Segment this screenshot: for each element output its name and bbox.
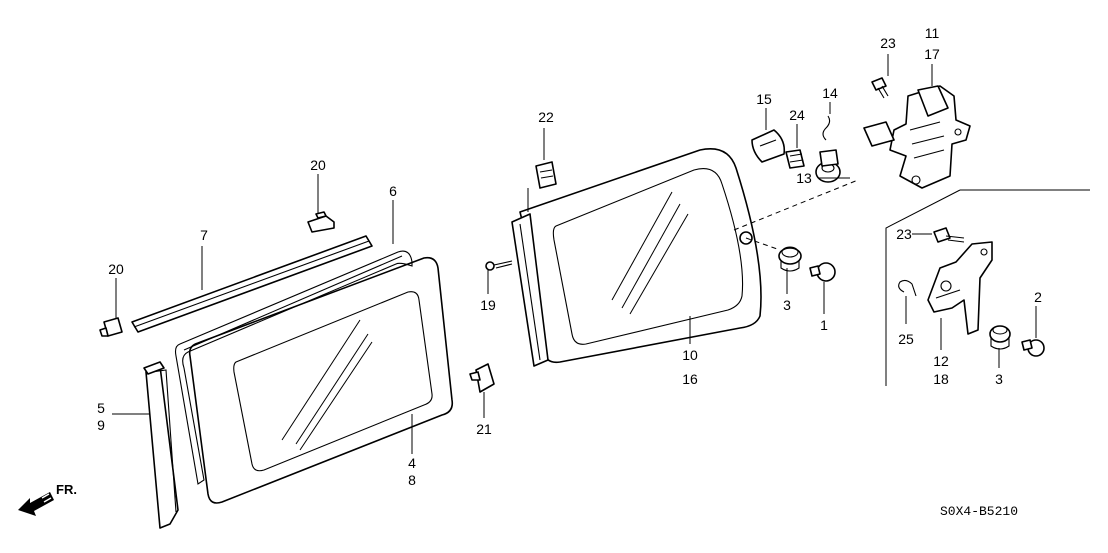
holder-13 — [815, 149, 841, 183]
callout-14: 14 — [822, 85, 838, 101]
bolt-23-upper — [871, 77, 889, 99]
clip-20-left — [99, 317, 123, 337]
screw-19 — [485, 260, 513, 271]
callout-16: 16 — [682, 371, 698, 387]
callout-5: 5 — [97, 400, 105, 416]
grommet-3-inset — [989, 325, 1011, 350]
callout-4: 4 — [408, 455, 416, 471]
callout-19: 19 — [480, 297, 496, 313]
callout-20-left: 20 — [108, 261, 124, 277]
callout-13: 13 — [796, 170, 812, 186]
callout-9: 9 — [97, 417, 105, 433]
callout-23-upper: 23 — [880, 35, 896, 51]
callout-17: 17 — [924, 46, 940, 62]
bolt-24 — [785, 149, 805, 169]
upper-molding — [131, 235, 373, 333]
callout-3-center: 3 — [783, 297, 791, 313]
left-quarter-glass — [188, 256, 454, 504]
callout-11: 11 — [925, 25, 940, 41]
cap-1 — [809, 262, 836, 282]
callout-2: 2 — [1034, 289, 1042, 305]
callout-7: 7 — [200, 227, 208, 243]
callout-25: 25 — [898, 331, 914, 347]
dashed-leader-lower — [745, 237, 781, 251]
callout-20-upper: 20 — [310, 157, 326, 173]
callout-22: 22 — [538, 109, 554, 125]
clip-22 — [527, 161, 557, 212]
callout-12: 12 — [933, 353, 949, 369]
pillar-molding — [143, 361, 179, 529]
clip-14 — [822, 115, 831, 141]
callout-18: 18 — [933, 371, 949, 387]
dashed-leader-upper — [733, 179, 859, 231]
callout-15: 15 — [756, 91, 772, 107]
diagram-code: S0X4-B5210 — [940, 504, 1018, 519]
clip-20-upper — [307, 211, 335, 233]
callout-21: 21 — [476, 421, 492, 437]
cover-15 — [751, 129, 786, 163]
callout-3-inset: 3 — [995, 371, 1003, 387]
glass-weatherstrip — [174, 250, 413, 485]
clip-21 — [469, 363, 495, 393]
callout-10: 10 — [682, 347, 698, 363]
callout-24: 24 — [789, 107, 805, 123]
front-arrow-icon — [18, 490, 54, 516]
cap-2 — [1021, 339, 1045, 357]
grommet-3-center — [778, 246, 802, 272]
striker-12 — [927, 241, 993, 335]
callout-6: 6 — [389, 183, 397, 199]
leader-lines — [112, 54, 1037, 454]
clip-25 — [898, 279, 917, 297]
latch-assembly-11 — [863, 85, 971, 189]
callout-1: 1 — [820, 317, 828, 333]
callout-8: 8 — [408, 472, 416, 488]
front-label: FR. — [56, 482, 77, 497]
rear-quarter-glass — [511, 148, 762, 367]
callout-23-inset: 23 — [896, 226, 912, 242]
bolt-23-inset — [933, 227, 965, 243]
inset-frame — [885, 189, 1090, 386]
